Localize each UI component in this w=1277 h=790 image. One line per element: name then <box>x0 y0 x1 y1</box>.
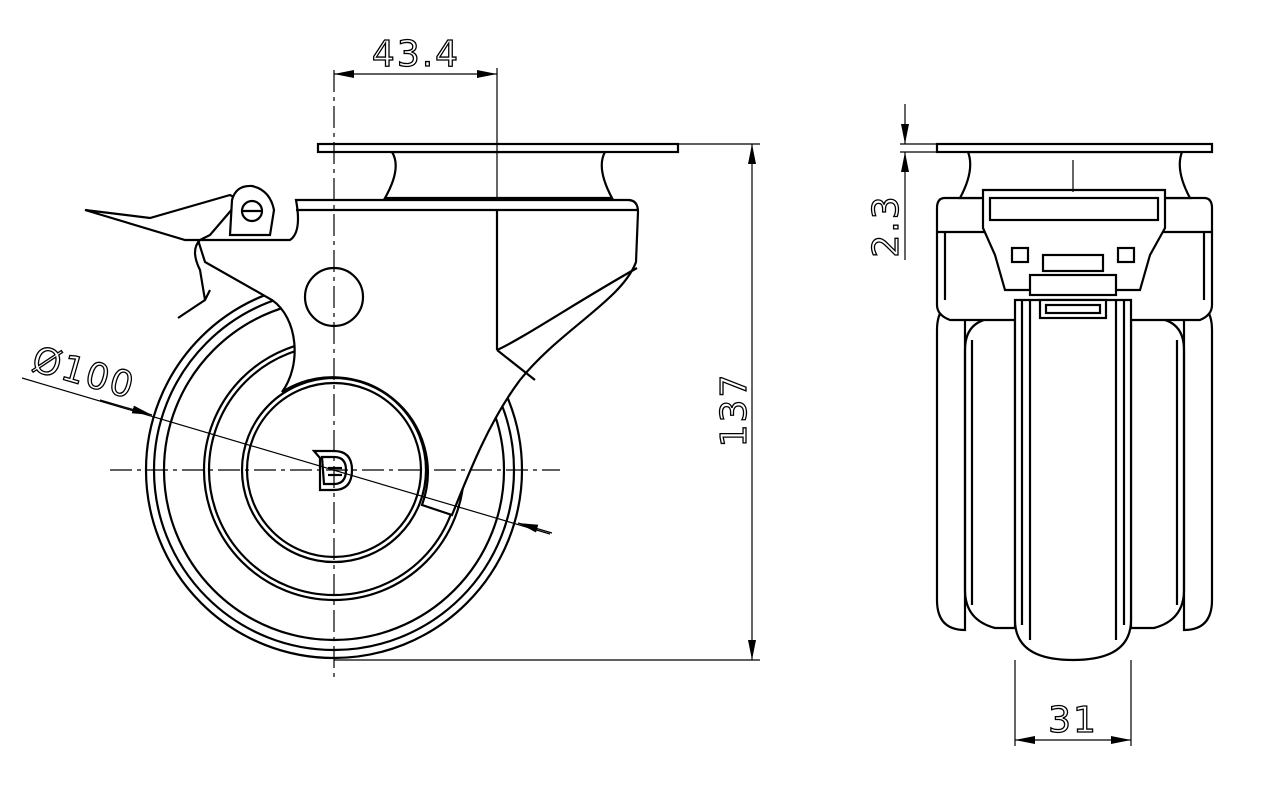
dim-diameter-100: Ø100 <box>28 339 140 407</box>
dim-31: 31 <box>1048 700 1098 741</box>
dim-43-4: 43.4 <box>372 34 460 75</box>
front-view: 2.3 31 <box>865 104 1214 746</box>
dim-line-diameter <box>21 377 551 535</box>
side-view: 43.4 137 Ø100 <box>21 33 760 680</box>
dim-137: 137 <box>714 373 755 448</box>
top-plate <box>316 142 680 154</box>
brake-lever <box>84 184 276 319</box>
dim-2-3: 2.3 <box>866 194 907 257</box>
fork <box>196 198 640 517</box>
swivel-head <box>383 150 614 200</box>
wheel-front <box>1013 298 1133 662</box>
top-plate-front <box>935 142 1214 154</box>
brake-mechanism <box>981 188 1167 320</box>
